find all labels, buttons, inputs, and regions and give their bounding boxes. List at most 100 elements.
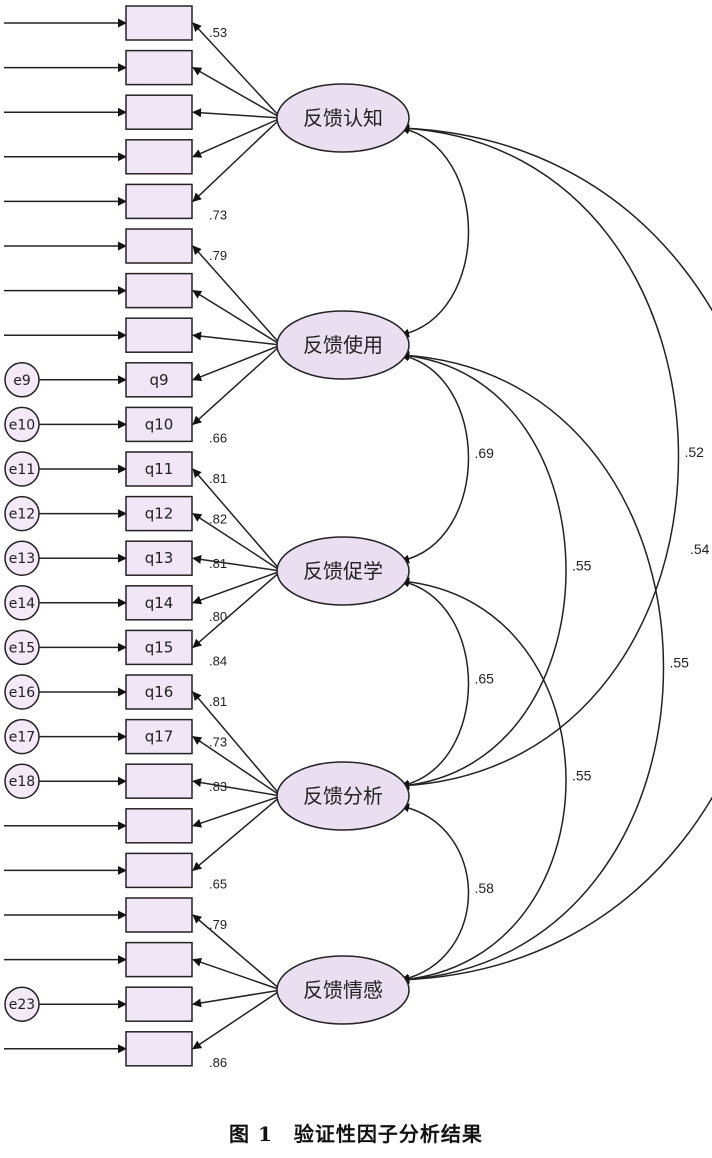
- item-box: [125, 228, 193, 264]
- item-box: [125, 94, 193, 130]
- loading-label: .83: [209, 779, 227, 794]
- loading-label: .84: [209, 653, 227, 668]
- error-label: e15: [9, 640, 35, 656]
- loading-path: [192, 512, 282, 572]
- loading-label: .66: [209, 430, 227, 445]
- error-circle: [4, 585, 40, 621]
- correlation-arc: [400, 123, 712, 985]
- item-box: [125, 272, 193, 309]
- error-circle: [4, 763, 40, 799]
- error-label: e16: [9, 685, 36, 701]
- item-box: [125, 986, 193, 1022]
- loading-path: [192, 795, 282, 828]
- factor-ellipse: [276, 536, 410, 606]
- error-circle: [4, 495, 40, 532]
- node-layer: [4, 5, 410, 1067]
- error-label: e14: [9, 596, 36, 612]
- factor-ellipse: [276, 83, 410, 153]
- correlation-label: .54: [690, 541, 710, 557]
- error-circle: [4, 718, 40, 755]
- loading-label: .86: [209, 1055, 227, 1070]
- loading-path: [192, 570, 282, 605]
- loading-label: .65: [209, 876, 227, 891]
- loading-path-layer: [192, 22, 282, 1050]
- correlation-label: .52: [685, 444, 705, 460]
- loading-label: .73: [209, 735, 227, 750]
- error-circle: [4, 406, 40, 443]
- loading-label: .80: [209, 609, 227, 624]
- loading-path: [192, 108, 282, 119]
- item-label: q12: [145, 505, 174, 523]
- item-box: [125, 629, 193, 666]
- loading-path: [192, 795, 282, 871]
- loading-label: .79: [209, 248, 227, 263]
- error-circle: [4, 986, 40, 1022]
- loading-label: .73: [209, 207, 227, 222]
- factor-label: 反馈促学: [303, 559, 383, 583]
- error-label: e13: [9, 551, 35, 567]
- item-label: q10: [145, 415, 174, 433]
- error-label: e10: [9, 417, 35, 433]
- loading-path: [192, 570, 282, 648]
- factor-label: 反馈分析: [303, 784, 383, 808]
- item-label: q11: [145, 460, 174, 478]
- loading-path: [192, 344, 282, 426]
- error-label: e17: [9, 730, 35, 746]
- correlation-label: .65: [475, 671, 495, 687]
- item-box: [125, 5, 193, 41]
- error-label: e9: [13, 373, 31, 389]
- loading-path: [192, 245, 282, 346]
- correlation-arc: [400, 125, 470, 338]
- loading-label: .79: [209, 917, 227, 932]
- loading-path: [192, 778, 282, 797]
- item-box: [125, 718, 193, 755]
- item-box: [125, 317, 193, 353]
- item-label: q17: [145, 728, 174, 746]
- loading-path: [192, 117, 282, 203]
- item-box: [125, 451, 193, 487]
- loading-path: [192, 957, 282, 991]
- error-label: e11: [9, 462, 35, 478]
- item-box: [125, 49, 193, 86]
- correlation-arc: [400, 577, 567, 984]
- correlation-arc: [400, 350, 665, 985]
- item-box: [125, 495, 193, 532]
- correlation-arc: [400, 123, 680, 791]
- factor-ellipse: [276, 310, 410, 380]
- item-box: [125, 183, 193, 220]
- error-circle: [4, 362, 40, 398]
- error-circle: [4, 674, 40, 710]
- factor-label: 反馈使用: [303, 333, 383, 357]
- loading-path: [192, 289, 282, 346]
- loading-label: .82: [209, 512, 227, 527]
- loading-label: .81: [209, 556, 227, 571]
- item-label: q15: [145, 638, 174, 656]
- loading-path: [192, 117, 282, 158]
- correlation-arc: [400, 352, 470, 564]
- item-box: [125, 763, 193, 799]
- loading-path: [192, 344, 282, 382]
- item-box: [125, 897, 193, 933]
- correlation-arc: [400, 578, 470, 789]
- error-circle: [4, 451, 40, 487]
- item-box: [125, 406, 193, 443]
- correlation-label: .69: [475, 445, 495, 461]
- correlation-layer: [400, 123, 712, 985]
- error-label: e18: [9, 774, 35, 790]
- loading-path: [192, 735, 282, 797]
- loading-path: [192, 914, 282, 991]
- item-box: [125, 362, 193, 398]
- loading-path: [192, 22, 282, 119]
- figure-caption: 图 1 验证性因子分析结果: [229, 1122, 483, 1146]
- error-path-layer: [4, 18, 127, 1054]
- item-box: [125, 540, 193, 576]
- item-label: q13: [145, 549, 174, 567]
- item-box: [125, 941, 193, 978]
- loading-path: [192, 66, 282, 119]
- item-box: [125, 674, 193, 710]
- loading-path: [192, 468, 282, 572]
- loading-path: [192, 989, 282, 1008]
- correlation-label: .55: [572, 768, 592, 784]
